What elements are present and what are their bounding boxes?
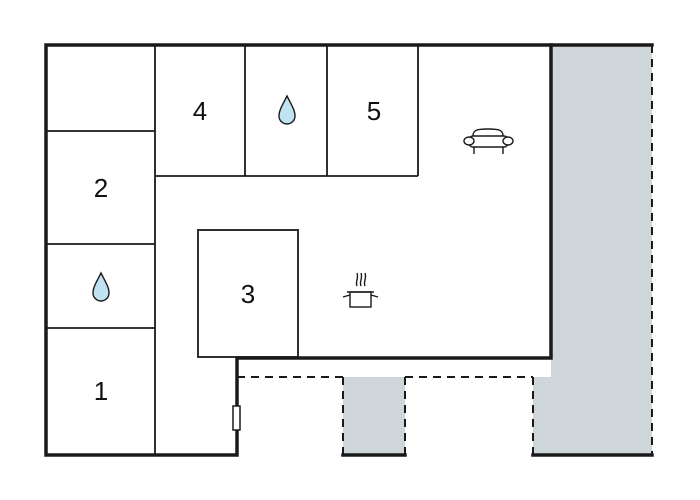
exterior-walls <box>44 43 654 457</box>
room-5-label: 5 <box>367 96 381 126</box>
sofa-icon <box>463 128 514 154</box>
entrance-door <box>232 405 241 431</box>
terrace-main <box>533 45 652 455</box>
terrace-middle <box>343 377 405 455</box>
room-3-label: 3 <box>241 279 255 309</box>
water-drop-icon <box>92 271 110 302</box>
terrace-dashed-outline <box>237 45 653 455</box>
room-1-label: 1 <box>94 376 108 406</box>
interior-walls <box>46 45 419 455</box>
room-2-label: 2 <box>94 173 108 203</box>
cooking-pot-icon <box>342 272 379 308</box>
terrace-area <box>343 45 652 455</box>
water-drop-icon <box>278 94 296 125</box>
room-4-label: 4 <box>193 96 207 126</box>
